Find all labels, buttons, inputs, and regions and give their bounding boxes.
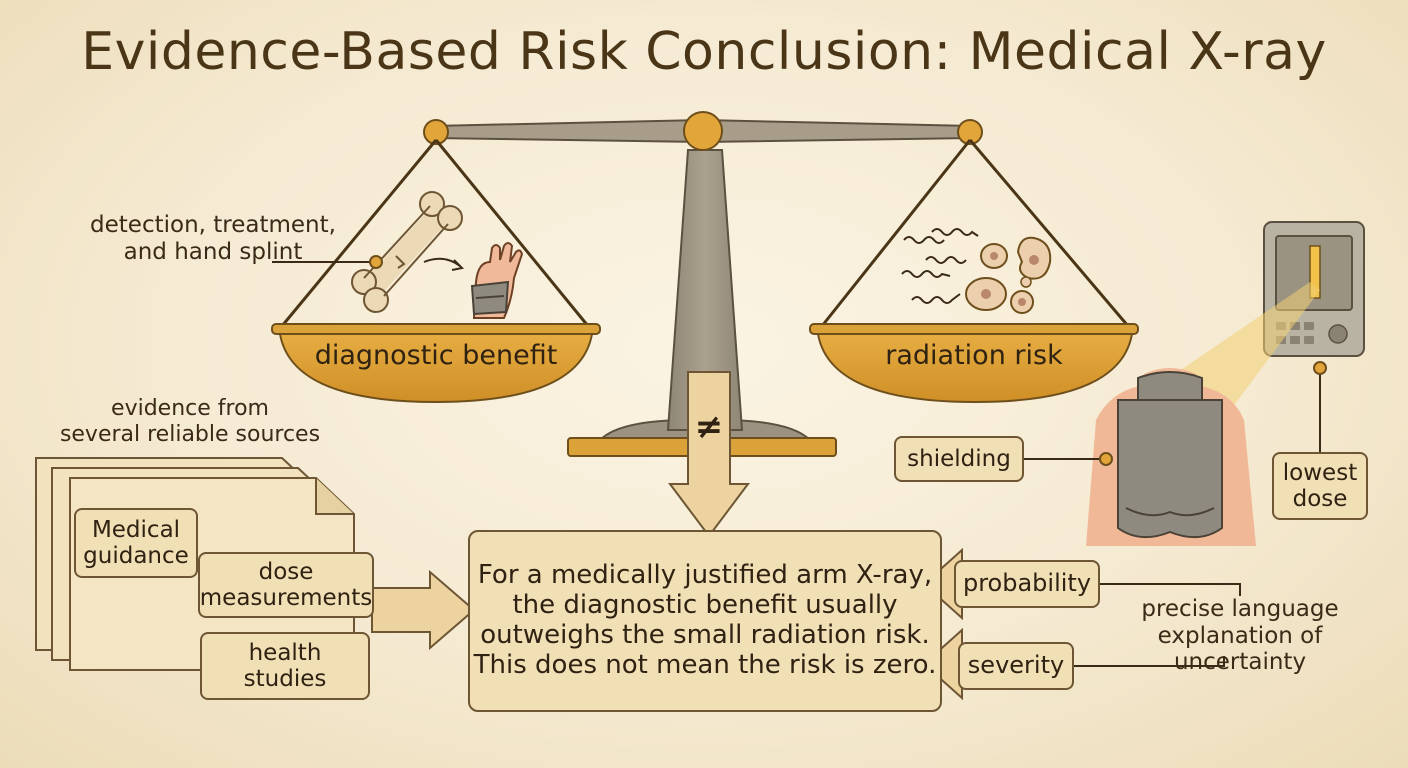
severity-box: severity bbox=[958, 642, 1074, 690]
language-connector bbox=[1074, 583, 1241, 667]
conclusion-line: outweighs the small radiation risk. bbox=[480, 620, 930, 650]
benefit-annotation: detection, treatment, and hand splint bbox=[78, 212, 348, 265]
source-line: guidance bbox=[83, 543, 189, 569]
source-medical-guidance: Medical guidance bbox=[74, 508, 198, 578]
conclusion-line: the diagnostic benefit usually bbox=[512, 590, 898, 621]
shielding-box: shielding bbox=[894, 436, 1024, 482]
page-title: Evidence-Based Risk Conclusion: Medical … bbox=[81, 22, 1327, 82]
hand-splint-icon bbox=[470, 242, 524, 319]
conclusion-box: For a medically justified arm X-ray, the… bbox=[468, 530, 942, 712]
source-line: Medical bbox=[91, 516, 181, 543]
source-line: dose bbox=[258, 558, 314, 585]
annotation-line: and hand splint bbox=[123, 238, 303, 265]
radiation-waves-icon bbox=[901, 228, 979, 304]
evidence-heading: evidence from several reliable sources bbox=[40, 396, 340, 447]
evidence-arrow bbox=[371, 569, 476, 651]
right-pan bbox=[809, 139, 1139, 404]
source-line: measurements bbox=[199, 585, 373, 611]
source-line: studies bbox=[243, 666, 327, 692]
pan-label-benefit: diagnostic benefit bbox=[314, 340, 558, 371]
left-pan bbox=[271, 139, 601, 404]
lowest-dose-box: lowest dose bbox=[1272, 452, 1368, 520]
probability-box: probability bbox=[954, 560, 1100, 608]
note-line: explanation of uncertainty bbox=[1157, 622, 1323, 676]
heading-line: evidence from bbox=[111, 396, 269, 421]
dose-line: dose bbox=[1292, 486, 1348, 512]
pan-label-risk: radiation risk bbox=[885, 340, 1063, 371]
bone-icon bbox=[351, 191, 463, 313]
cells-icon bbox=[965, 236, 1052, 314]
not-equal-icon: ≠ bbox=[694, 407, 724, 447]
patient-shield-icon bbox=[1086, 368, 1256, 546]
conclusion-line: This does not mean the risk is zero. bbox=[473, 649, 937, 680]
xray-beam bbox=[1166, 282, 1320, 416]
annotation-line: detection, treatment, bbox=[90, 212, 336, 238]
down-arrow bbox=[668, 371, 750, 538]
heading-line: several reliable sources bbox=[59, 421, 321, 447]
dose-line: lowest bbox=[1282, 459, 1358, 486]
language-note: precise language explanation of uncertai… bbox=[1090, 596, 1390, 676]
source-dose-measurements: dose measurements bbox=[198, 552, 374, 618]
conclusion-line: For a medically justified arm X-ray, bbox=[477, 560, 933, 591]
note-line: precise language bbox=[1141, 596, 1339, 622]
source-health-studies: health studies bbox=[200, 632, 370, 700]
source-line: health bbox=[248, 639, 322, 666]
